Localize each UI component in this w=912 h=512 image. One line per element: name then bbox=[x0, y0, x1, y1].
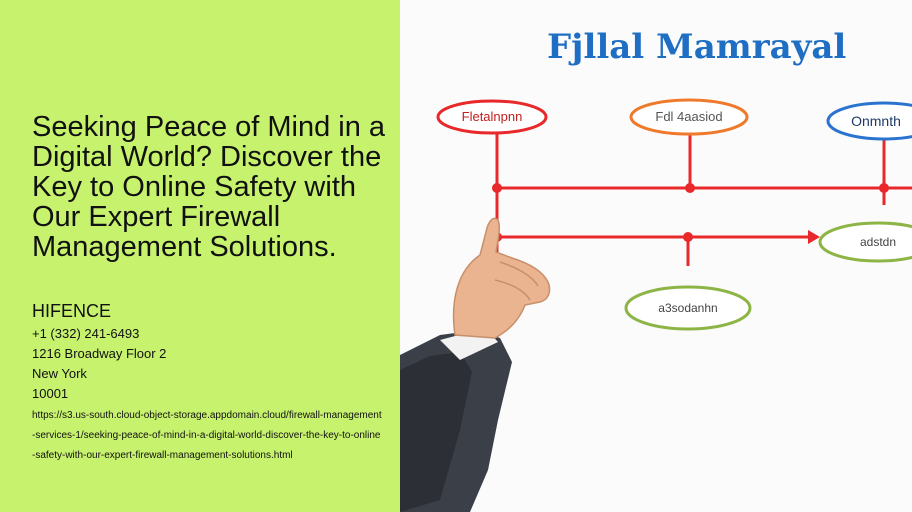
pointing-hand-icon bbox=[400, 217, 551, 512]
phone-number: +1 (332) 241-6493 bbox=[32, 326, 140, 341]
node-oval bbox=[826, 101, 912, 141]
node-oval bbox=[624, 285, 752, 331]
node-oval bbox=[818, 221, 912, 263]
junction-dot bbox=[879, 183, 889, 193]
junction-dot bbox=[685, 183, 695, 193]
node-label: Fdl 4aasiod bbox=[655, 109, 722, 124]
node-oval bbox=[629, 98, 749, 136]
arrow-head-icon bbox=[808, 230, 820, 244]
street-address: 1216 Broadway Floor 2 bbox=[32, 346, 167, 361]
page-title: Seeking Peace of Mind in a Digital World… bbox=[32, 111, 386, 263]
company-name: HIFENCE bbox=[32, 301, 112, 321]
firewall-diagram-illustration: Fjllal Mamrayal Fletalnpnn Fdl 4aasiod O… bbox=[400, 27, 912, 512]
contact-info: HIFENCE +1 (332) 241-6493 1216 Broadway … bbox=[32, 300, 382, 466]
node-label: Fletalnpnn bbox=[462, 109, 523, 124]
city: New York bbox=[32, 366, 87, 381]
node-label: adstdn bbox=[860, 235, 896, 249]
text-panel: Seeking Peace of Mind in a Digital World… bbox=[0, 0, 400, 512]
node-label: a3sodanhn bbox=[658, 301, 717, 315]
node-oval bbox=[436, 99, 548, 135]
zip-code: 10001 bbox=[32, 386, 69, 401]
node-label: Onmnth bbox=[851, 113, 901, 129]
illustration: Fjllal Mamrayal Fletalnpnn Fdl 4aasiod O… bbox=[400, 0, 912, 512]
illustration-heading: Fjllal Mamrayal bbox=[547, 27, 846, 67]
junction-dot bbox=[492, 183, 502, 193]
junction-dot bbox=[683, 232, 693, 242]
page-url: https://s3.us-south.cloud-object-storage… bbox=[32, 410, 382, 461]
